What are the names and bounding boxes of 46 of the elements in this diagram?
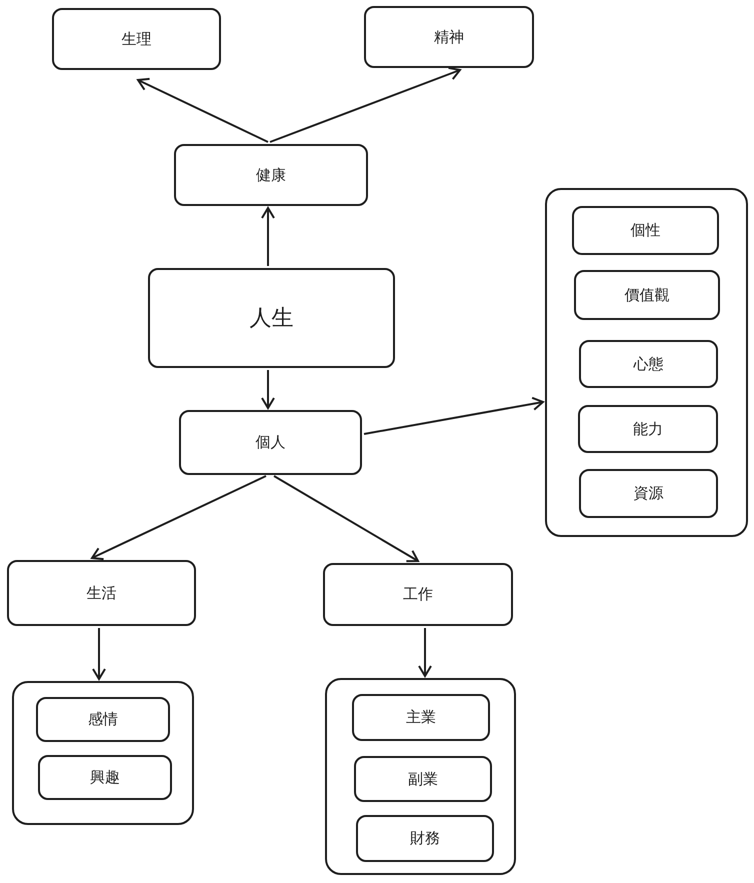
topic-box <box>578 405 718 453</box>
node-label: 人生 <box>250 305 294 333</box>
arrow <box>261 207 275 266</box>
node-label: 個人 <box>256 433 286 452</box>
node-label: 心態 <box>634 354 664 374</box>
node-label: 能力 <box>633 420 663 438</box>
topic-box <box>356 815 494 862</box>
arrow <box>418 628 432 677</box>
node-label: 價值觀 <box>624 286 670 304</box>
node-label: 個性 <box>630 221 660 240</box>
node-label: 主業 <box>406 708 436 727</box>
topic-box <box>579 469 718 518</box>
node-label: 感情 <box>88 710 118 729</box>
group-box <box>545 188 748 537</box>
arrow <box>261 370 275 409</box>
topic-box <box>38 755 172 800</box>
arrow <box>91 475 266 560</box>
arrow <box>274 475 419 562</box>
topic-box <box>174 144 368 206</box>
group-box <box>12 681 194 825</box>
topic-box <box>364 6 534 68</box>
topic-box <box>354 756 492 802</box>
topic-box <box>323 563 513 626</box>
central-topic-box <box>148 268 395 368</box>
arrow <box>137 78 268 143</box>
node-label: 健康 <box>256 166 286 184</box>
topic-box <box>574 270 720 320</box>
topic-box <box>579 340 718 388</box>
node-label: 生活 <box>86 584 116 602</box>
node-label: 精神 <box>434 28 464 46</box>
arrow <box>270 66 461 143</box>
topic-box <box>52 8 221 70</box>
topic-box <box>352 694 490 741</box>
group-box <box>325 678 516 875</box>
node-label: 資源 <box>634 484 664 503</box>
arrow <box>364 396 544 435</box>
node-label: 副業 <box>408 770 438 788</box>
node-label: 工作 <box>403 585 433 604</box>
topic-box <box>572 206 719 255</box>
arrow <box>92 628 106 680</box>
topic-box <box>7 560 196 626</box>
node-label: 生理 <box>122 30 152 48</box>
topic-box <box>36 697 170 742</box>
node-label: 財務 <box>410 829 440 848</box>
topic-box <box>179 410 362 475</box>
node-label: 興趣 <box>90 768 120 787</box>
